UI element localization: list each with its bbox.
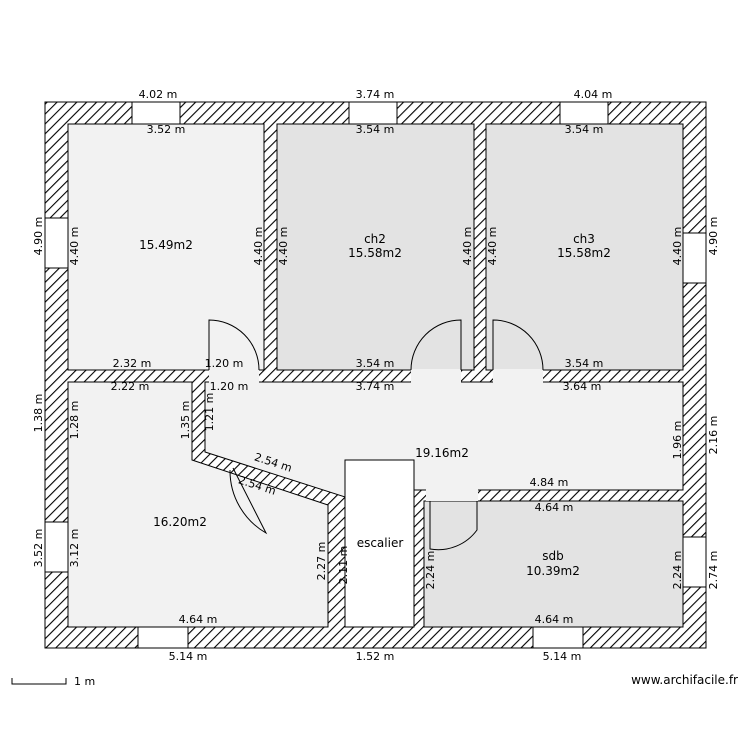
room-1-area: 15.49m2 [139, 238, 193, 252]
door-opening [493, 369, 543, 383]
dim-label: 1.96 m [671, 421, 684, 460]
dim-label: 1.52 m [356, 650, 395, 663]
dim-label: 4.64 m [535, 501, 574, 514]
dim-label: 1.20 m [205, 357, 244, 370]
dim-label: 3.12 m [68, 529, 81, 568]
ch2-name: ch2 [364, 232, 386, 246]
dim-label: 1.20 m [210, 380, 249, 393]
sdb-area: 10.39m2 [526, 564, 580, 578]
dim-label: 4.40 m [486, 227, 499, 266]
dim-label: 4.04 m [574, 88, 613, 101]
dim-label: 4.40 m [252, 227, 265, 266]
room-1 [67, 123, 265, 371]
dim-label: 1.28 m [68, 401, 81, 440]
dim-label: 4.90 m [32, 217, 45, 256]
window [44, 217, 69, 269]
dim-label: 3.54 m [356, 123, 395, 136]
dim-label: 3.64 m [563, 380, 602, 393]
dim-label: 4.64 m [179, 613, 218, 626]
window [137, 626, 189, 649]
scale-label: 1 m [74, 675, 95, 688]
dim-label: 1.35 m [179, 401, 192, 440]
door-swing [429, 501, 478, 551]
window [682, 536, 707, 588]
room-sdb [423, 500, 684, 628]
dim-label: 3.54 m [565, 123, 604, 136]
dim-label: 2.22 m [111, 380, 150, 393]
door-swing [208, 319, 260, 371]
dim-label: 1.21 m [203, 393, 216, 432]
room-5 [67, 381, 329, 628]
dim-label: 3.52 m [32, 529, 45, 568]
dim-label: 5.14 m [169, 650, 208, 663]
dim-label: 4.40 m [671, 227, 684, 266]
dim-label: 4.40 m [277, 227, 290, 266]
ch3-area: 15.58m2 [557, 246, 611, 260]
dim-label: 2.24 m [424, 551, 437, 590]
dim-label: 2.24 m [671, 551, 684, 590]
door-opening [209, 369, 259, 383]
ch3-name: ch3 [573, 232, 595, 246]
dim-label: 2.32 m [113, 357, 152, 370]
room-5-area: 16.20m2 [153, 515, 207, 529]
door-opening [411, 369, 461, 383]
dim-label: 3.54 m [565, 357, 604, 370]
window [131, 101, 181, 125]
room-escalier [344, 459, 415, 628]
dim-label: 2.27 m [315, 542, 328, 581]
hall-area: 19.16m2 [415, 446, 469, 460]
dim-label: 3.54 m [356, 357, 395, 370]
door-opening [426, 489, 478, 501]
dim-label: 3.52 m [147, 123, 186, 136]
dim-label: 1.38 m [32, 394, 45, 433]
door-swing [410, 319, 462, 371]
sdb-name: sdb [542, 549, 564, 563]
dim-label: 4.84 m [530, 476, 569, 489]
dim-label: 2.16 m [707, 416, 720, 455]
window [532, 626, 584, 649]
door-swing [492, 319, 544, 371]
ch2-area: 15.58m2 [348, 246, 402, 260]
dim-label: 5.14 m [543, 650, 582, 663]
escalier-name: escalier [357, 536, 404, 550]
dim-label: 4.40 m [68, 227, 81, 266]
watermark: www.archifacile.fr [631, 673, 738, 687]
dim-label: 3.74 m [356, 380, 395, 393]
window [559, 101, 609, 125]
dim-label: 4.90 m [707, 217, 720, 256]
dim-label: 2.11 m [337, 546, 350, 585]
dim-label: 2.74 m [707, 551, 720, 590]
room-ch3 [485, 123, 684, 371]
door-swing [229, 467, 268, 535]
window [348, 101, 398, 125]
window [682, 232, 707, 284]
scale-bar [11, 678, 67, 685]
dim-label: 4.02 m [139, 88, 178, 101]
dim-label: 4.40 m [461, 227, 474, 266]
window [44, 521, 69, 573]
dim-label: 3.74 m [356, 88, 395, 101]
dim-label: 4.64 m [535, 613, 574, 626]
